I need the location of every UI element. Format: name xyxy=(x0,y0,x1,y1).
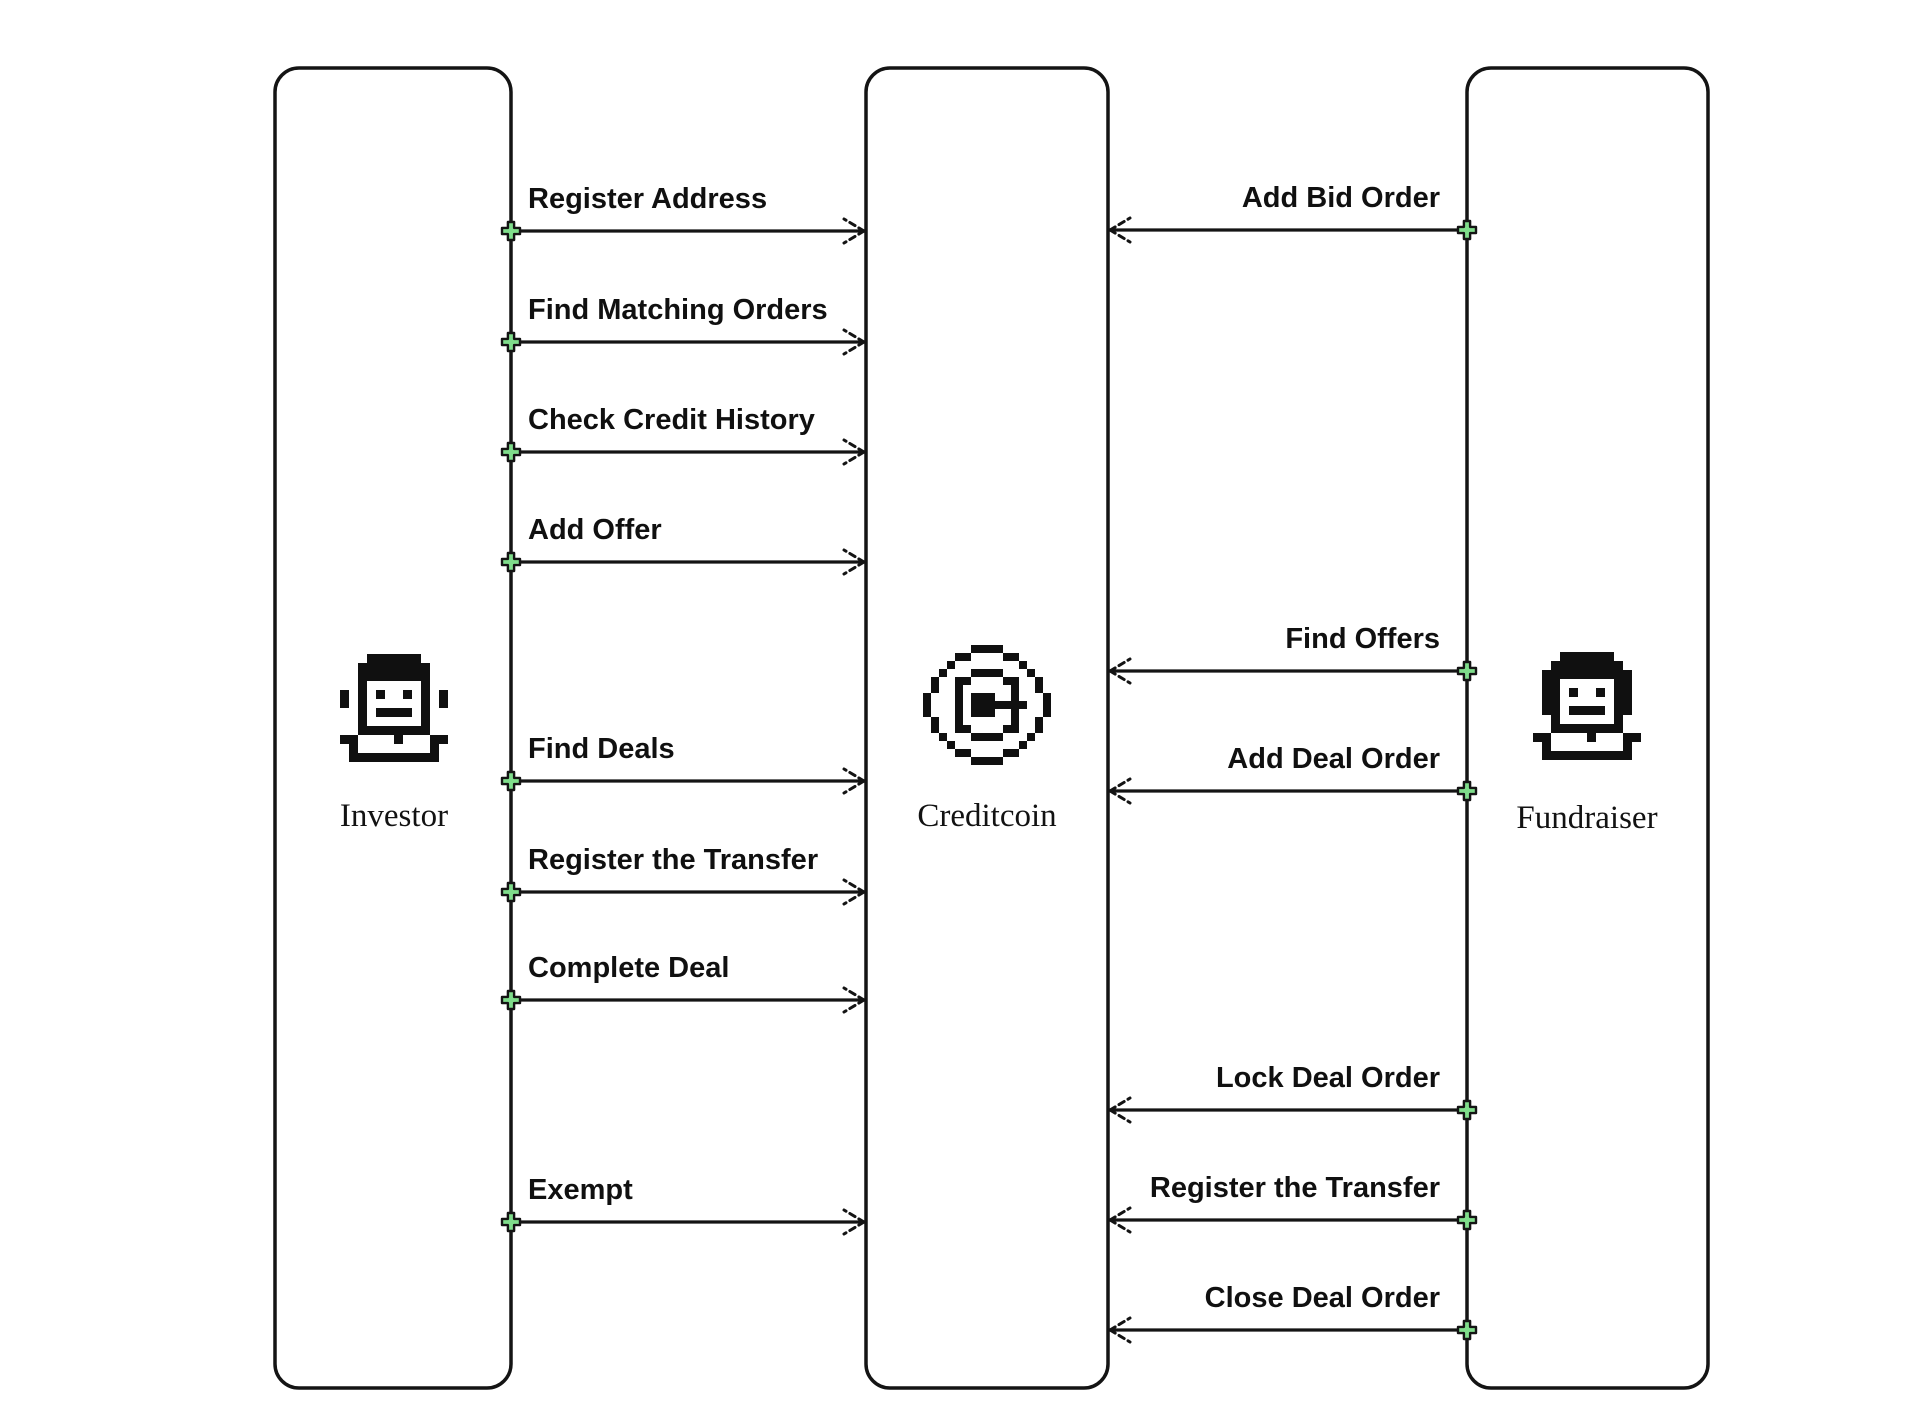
message-arrow-register-the-transfer xyxy=(500,878,866,906)
actor-label-fundraiser: Fundraiser xyxy=(1516,800,1658,836)
message-arrow-complete-deal xyxy=(500,986,866,1014)
message-arrow-find-offers xyxy=(1108,657,1478,685)
message-arrow-add-deal-order xyxy=(1108,777,1478,805)
message-arrow-add-offer xyxy=(500,548,866,576)
message-arrow-close-deal-order xyxy=(1108,1316,1478,1344)
message-label: Complete Deal xyxy=(528,952,730,984)
pixel-person-investor-icon xyxy=(340,654,448,762)
pixel-person-fundraiser-icon xyxy=(1533,652,1641,760)
message-label: Find Deals xyxy=(528,733,675,765)
message-label: Register the Transfer xyxy=(1149,1172,1440,1204)
message-label: Register the Transfer xyxy=(528,844,819,876)
message-arrow-find-matching-orders xyxy=(500,328,866,356)
message-arrow-lock-deal-order xyxy=(1108,1096,1478,1124)
message-arrow-register-address xyxy=(500,217,866,245)
message-arrow-add-bid-order xyxy=(1108,216,1478,244)
lane-creditcoin xyxy=(864,66,1110,1390)
message-arrow-check-credit-history xyxy=(500,438,866,466)
message-label: Exempt xyxy=(528,1174,633,1206)
message-label: Lock Deal Order xyxy=(1215,1062,1440,1094)
message-label: Register Address xyxy=(528,183,768,215)
actor-label-investor: Investor xyxy=(339,798,449,834)
message-arrow-exempt xyxy=(500,1208,866,1236)
message-label: Check Credit History xyxy=(528,404,815,436)
message-label: Add Bid Order xyxy=(1241,182,1440,214)
actor-label-creditcoin: Creditcoin xyxy=(917,798,1057,834)
message-label: Add Offer xyxy=(528,514,662,546)
message-label: Find Matching Orders xyxy=(528,294,828,326)
message-label: Find Offers xyxy=(1285,623,1440,655)
message-label: Close Deal Order xyxy=(1204,1282,1440,1314)
creditcoin-logo-icon xyxy=(923,645,1051,765)
message-arrow-register-the-transfer xyxy=(1108,1206,1478,1234)
message-arrow-find-deals xyxy=(500,767,866,795)
message-label: Add Deal Order xyxy=(1227,743,1440,775)
